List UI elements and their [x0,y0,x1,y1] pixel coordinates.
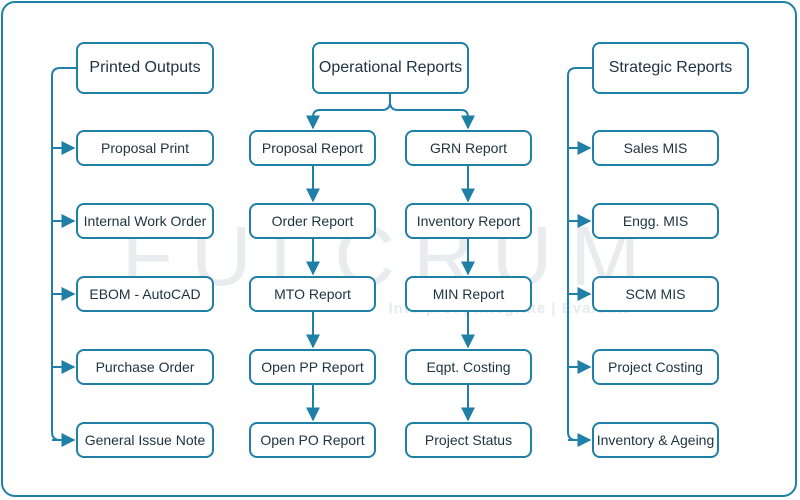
strategic-item-engg-mis: Engg. MIS [592,203,719,239]
printed-outputs-header: Printed Outputs [76,42,214,94]
op-right-inventory-report: Inventory Report [405,203,532,239]
strategic-item-project-costing: Project Costing [592,349,719,385]
op-left-mto-report: MTO Report [249,276,376,312]
printed-item-proposal-print: Proposal Print [76,130,214,166]
printed-bracket-line [51,67,76,441]
op-left-open-pp-report: Open PP Report [249,349,376,385]
op-split-left-arrow [306,94,391,130]
op-left-proposal-report: Proposal Report [249,130,376,166]
op-right-eqpt-costing: Eqpt. Costing [405,349,532,385]
strategic-bracket-line [567,67,592,441]
op-right-min-report: MIN Report [405,276,532,312]
operational-reports-header: Operational Reports [312,42,469,94]
printed-item-general-issue-note: General Issue Note [76,422,214,458]
strategic-item-scm-mis: SCM MIS [592,276,719,312]
printed-item-ebom-autocad: EBOM - AutoCAD [76,276,214,312]
op-right-project-status: Project Status [405,422,532,458]
strategic-reports-header: Strategic Reports [592,42,749,94]
printed-item-internal-work-order: Internal Work Order [76,203,214,239]
op-right-grn-report: GRN Report [405,130,532,166]
printed-item-purchase-order: Purchase Order [76,349,214,385]
op-left-order-report: Order Report [249,203,376,239]
strategic-item-inventory-ageing: Inventory & Ageing [592,422,719,458]
op-split-right-arrow [389,94,475,130]
strategic-item-sales-mis: Sales MIS [592,130,719,166]
op-left-open-po-report: Open PO Report [249,422,376,458]
